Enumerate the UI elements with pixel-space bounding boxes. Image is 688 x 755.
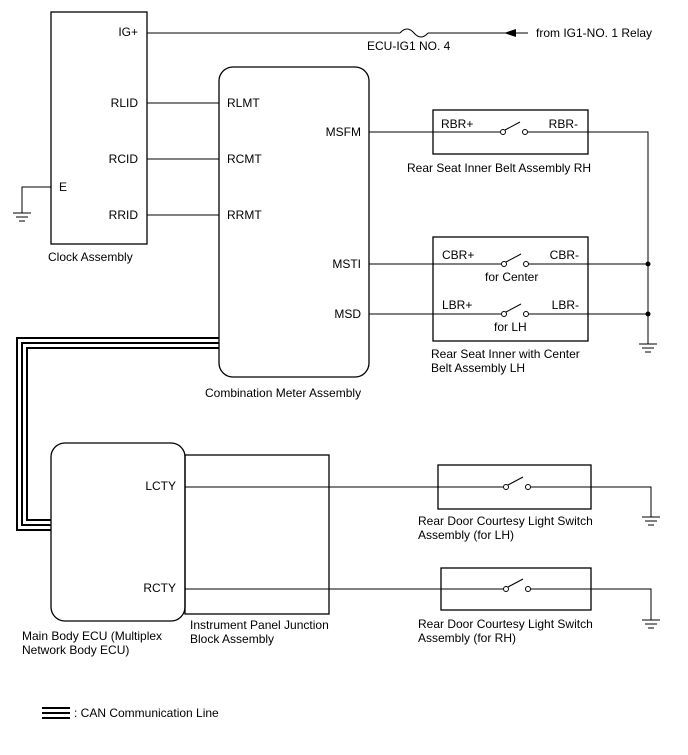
meter-pin-msd: MSD — [334, 307, 361, 321]
combination-meter: RLMT RCMT RRMT MSFM MSTI MSD Combination… — [205, 66, 370, 400]
switch-for-center-label: for Center — [485, 270, 538, 284]
clock-assembly: IG+ RLID RCID RRID E Clock Assembly — [48, 11, 148, 264]
door-switch-rh-ground-icon — [642, 619, 660, 629]
belt-pin-lbr-plus: LBR+ — [442, 298, 472, 312]
door-switch-lh-label-line2: Assembly (for LH) — [418, 528, 514, 542]
clock-pin-rrid: RRID — [109, 208, 139, 222]
door-switch-lh: Rear Door Courtesy Light Switch Assembly… — [185, 464, 660, 542]
clock-assembly-box — [50, 11, 148, 245]
switch-icon — [433, 253, 588, 267]
junction-block-box — [184, 454, 330, 615]
can-line-legend-icon — [42, 707, 70, 719]
junction-block-label-line2: Block Assembly — [190, 632, 274, 646]
clock-pin-e: E — [59, 180, 67, 194]
meter-pin-rrmt: RRMT — [227, 208, 262, 222]
ecu-pin-lcty: LCTY — [145, 479, 176, 493]
legend-label: : CAN Communication Line — [74, 706, 219, 720]
clock-pin-ig: IG+ — [118, 25, 138, 39]
belt-rh-pin-right: RBR- — [549, 117, 578, 131]
ig-power-line: ECU-IG1 NO. 4 from IG1-NO. 1 Relay — [147, 26, 652, 53]
junction-dot — [645, 311, 651, 317]
switch-for-lh-label: for LH — [494, 320, 527, 334]
junction-block: Instrument Panel Junction Block Assembly — [184, 454, 330, 646]
belt-rh-pin-left: RBR+ — [441, 117, 473, 131]
junction-block-label-line1: Instrument Panel Junction — [190, 618, 329, 632]
belt-assembly-rh: RBR+ RBR- Rear Seat Inner Belt Assembly … — [369, 109, 591, 175]
clock-pin-rcid: RCID — [109, 152, 139, 166]
belt-pin-cbr-plus: CBR+ — [442, 248, 474, 262]
main-body-ecu: LCTY RCTY Main Body ECU (Multiplex Netwo… — [22, 442, 186, 657]
main-body-ecu-label-line2: Network Body ECU) — [22, 643, 129, 657]
belt-pin-lbr-minus: LBR- — [552, 298, 579, 312]
meter-pin-msti: MSTI — [332, 257, 361, 271]
switch-icon — [433, 303, 588, 317]
combination-meter-box — [218, 66, 370, 378]
switch-icon — [433, 121, 588, 135]
power-source-label: from IG1-NO. 1 Relay — [536, 26, 652, 40]
belt-center-lh-box — [432, 236, 589, 342]
ecu-pin-rcty: RCTY — [143, 581, 176, 595]
junction-dot — [645, 261, 651, 267]
belt-rh-label: Rear Seat Inner Belt Assembly RH — [407, 161, 591, 175]
door-switch-lh-ground-icon — [642, 516, 660, 526]
door-switch-lh-label-line1: Rear Door Courtesy Light Switch — [418, 514, 593, 528]
can-communication-line — [16, 337, 219, 531]
belt-ground-icon — [639, 343, 657, 353]
belt-ground-bus — [588, 131, 651, 344]
combination-meter-label: Combination Meter Assembly — [205, 386, 361, 400]
switch-icon — [441, 578, 591, 592]
door-switch-rh: Rear Door Courtesy Light Switch Assembly… — [185, 567, 660, 645]
belt-assembly-center-lh: CBR+ CBR- for Center LBR+ LBR- for LH Re… — [369, 236, 589, 375]
meter-pin-rcmt: RCMT — [227, 152, 262, 166]
switch-icon — [438, 476, 591, 490]
meter-pin-msfm: MSFM — [326, 125, 361, 139]
door-switch-rh-label-line1: Rear Door Courtesy Light Switch — [418, 617, 593, 631]
belt-center-lh-label-line1: Rear Seat Inner with Center — [431, 347, 580, 361]
arrow-icon — [504, 29, 516, 37]
clock-ground-icon — [13, 186, 51, 222]
fuse-label: ECU-IG1 NO. 4 — [367, 39, 451, 53]
main-body-ecu-label-line1: Main Body ECU (Multiplex — [22, 629, 162, 643]
fuse-icon — [399, 28, 429, 38]
belt-pin-cbr-minus: CBR- — [550, 248, 579, 262]
door-switch-rh-label-line2: Assembly (for RH) — [418, 631, 516, 645]
belt-center-lh-label-line2: Belt Assembly LH — [431, 361, 525, 375]
legend: : CAN Communication Line — [42, 706, 219, 720]
clock-pin-rlid: RLID — [111, 96, 139, 110]
meter-pin-rlmt: RLMT — [227, 96, 260, 110]
clock-assembly-label: Clock Assembly — [48, 250, 133, 264]
